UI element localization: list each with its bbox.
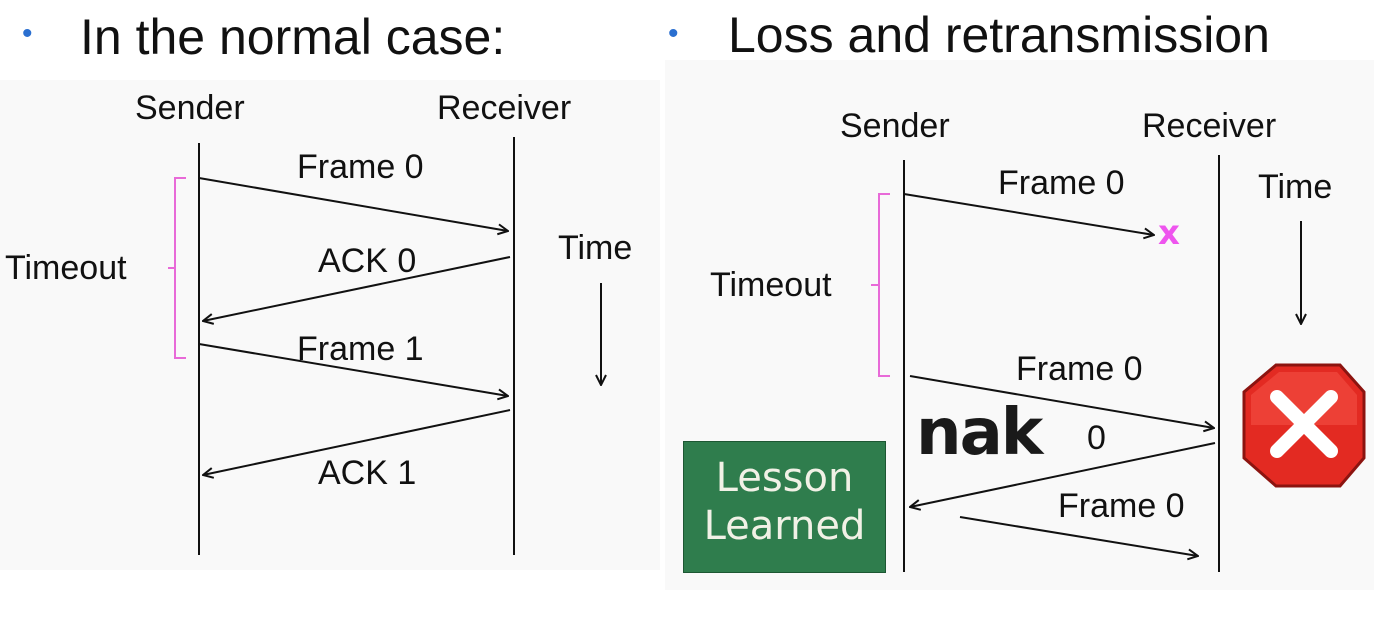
left-ack0-label: ACK 0 <box>318 242 417 280</box>
stop-sign-error-icon <box>1242 363 1366 488</box>
nak-wordmark: nak <box>916 396 1043 470</box>
bullet-dot-left: • <box>22 17 33 50</box>
left-frame0-label: Frame 0 <box>297 148 424 186</box>
left-receiver-label: Receiver <box>437 89 572 127</box>
left-frame1-arrow <box>198 343 508 396</box>
right-receiver-label: Receiver <box>1142 107 1277 145</box>
left-frame1-label: Frame 1 <box>297 330 424 368</box>
left-ack0-arrow <box>203 256 511 321</box>
lesson-line-2: Learned <box>703 503 866 549</box>
left-timeout-label: Timeout <box>5 249 127 287</box>
left-time-label: Time <box>558 229 633 267</box>
right-timeout-label: Timeout <box>710 266 832 304</box>
right-heading: Loss and retransmission <box>728 7 1270 63</box>
left-heading: In the normal case: <box>80 9 506 65</box>
loss-x-mark: x <box>1158 213 1180 253</box>
right-frame0-lost-arrow <box>903 193 1154 235</box>
left-ack1-label: ACK 1 <box>318 454 417 492</box>
right-frame0-retransmit-label: Frame 0 <box>1016 350 1143 388</box>
right-nak0-arrow <box>910 442 1216 507</box>
right-time-label: Time <box>1258 168 1333 206</box>
right-frame0-lost-label: Frame 0 <box>998 164 1125 202</box>
left-diagram-background <box>0 80 660 570</box>
left-ack1-arrow <box>203 409 511 475</box>
bullet-dot-right: • <box>668 17 679 50</box>
right-frame0-second-arrow <box>959 516 1198 556</box>
right-frame0-retransmit-arrow <box>909 375 1214 428</box>
lesson-line-1: Lesson <box>715 455 854 501</box>
left-frame0-arrow <box>198 177 508 231</box>
right-frame0-second-label: Frame 0 <box>1058 487 1185 525</box>
right-timeout-bracket <box>871 193 890 377</box>
right-nak0-number: 0 <box>1087 419 1106 457</box>
left-sender-label: Sender <box>135 89 245 127</box>
lesson-learned-chalkboard: Lesson Learned <box>683 441 886 573</box>
right-sender-label: Sender <box>840 107 950 145</box>
left-timeout-bracket <box>168 177 186 359</box>
